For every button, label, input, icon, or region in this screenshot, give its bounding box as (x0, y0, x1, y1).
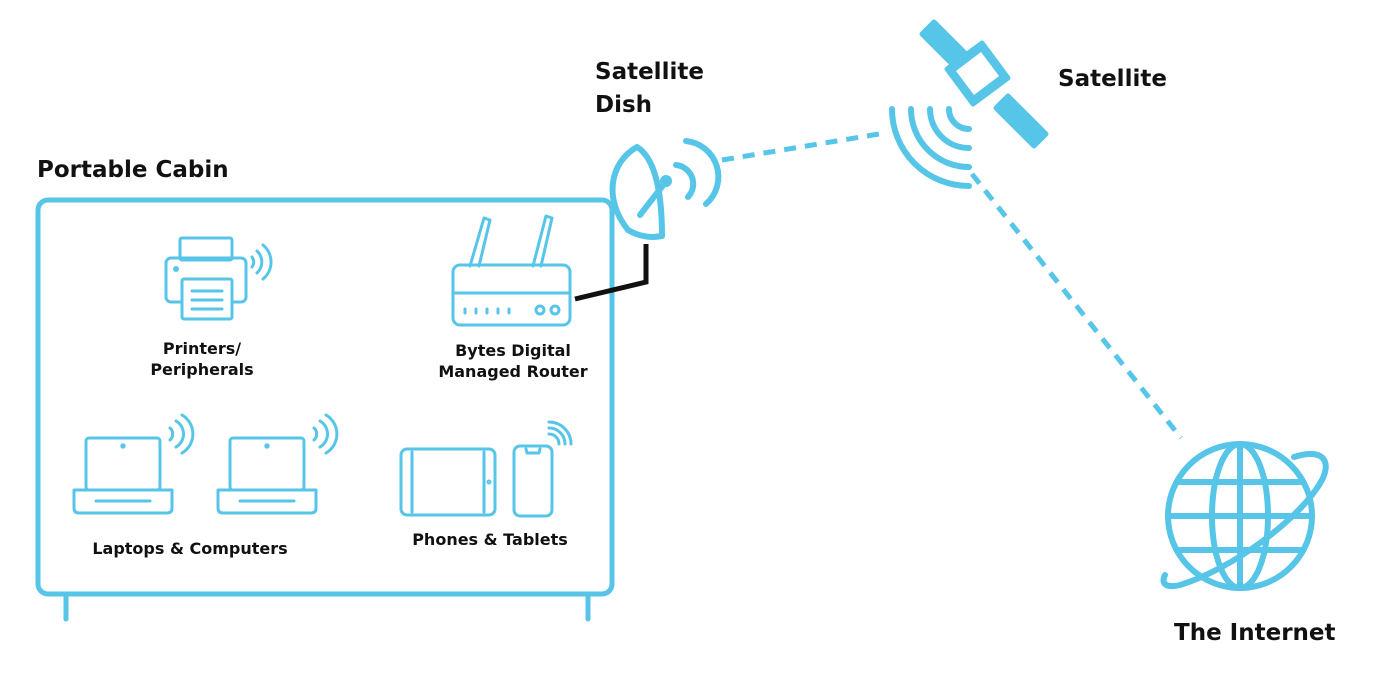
dish-label-line1: Satellite (595, 59, 704, 85)
wifi-icon (889, 106, 972, 189)
globe-icon (1160, 441, 1329, 591)
router-label: Bytes Digital Managed Router (433, 340, 593, 382)
satellite-label: Satellite (1058, 66, 1167, 92)
router-label-line1: Bytes Digital (455, 341, 571, 360)
wifi-icon (250, 243, 273, 281)
dish-label-line2: Dish (595, 92, 653, 118)
router-label-line2: Managed Router (438, 362, 588, 381)
printers-label-line2: Peripherals (150, 360, 254, 379)
wifi-icon (312, 413, 339, 455)
router-icon (451, 214, 572, 327)
printers-label-line1: Printers/ (162, 339, 242, 358)
internet-link (970, 172, 1183, 440)
dish-label: Satellite Dish (595, 56, 704, 122)
wifi-icon (168, 413, 195, 455)
router-dish-cable (574, 244, 649, 302)
laptops-label: Laptops & Computers (92, 539, 288, 558)
satellite-dish-icon (609, 144, 672, 240)
wifi-icon (547, 420, 573, 446)
laptop-icon (72, 436, 174, 515)
internet-label: The Internet (1174, 620, 1336, 646)
printer-icon (164, 236, 248, 321)
satellite-icon (919, 19, 1049, 149)
laptop-icon (216, 436, 318, 515)
phones-label: Phones & Tablets (412, 530, 568, 549)
tablet-icon (399, 447, 497, 517)
cabin-label: Portable Cabin (37, 157, 229, 183)
wifi-icon (673, 138, 722, 207)
satellite-link (721, 130, 886, 163)
portable-cabin (35, 197, 615, 622)
printers-label: Printers/ Peripherals (147, 338, 257, 380)
phone-icon (512, 444, 554, 518)
